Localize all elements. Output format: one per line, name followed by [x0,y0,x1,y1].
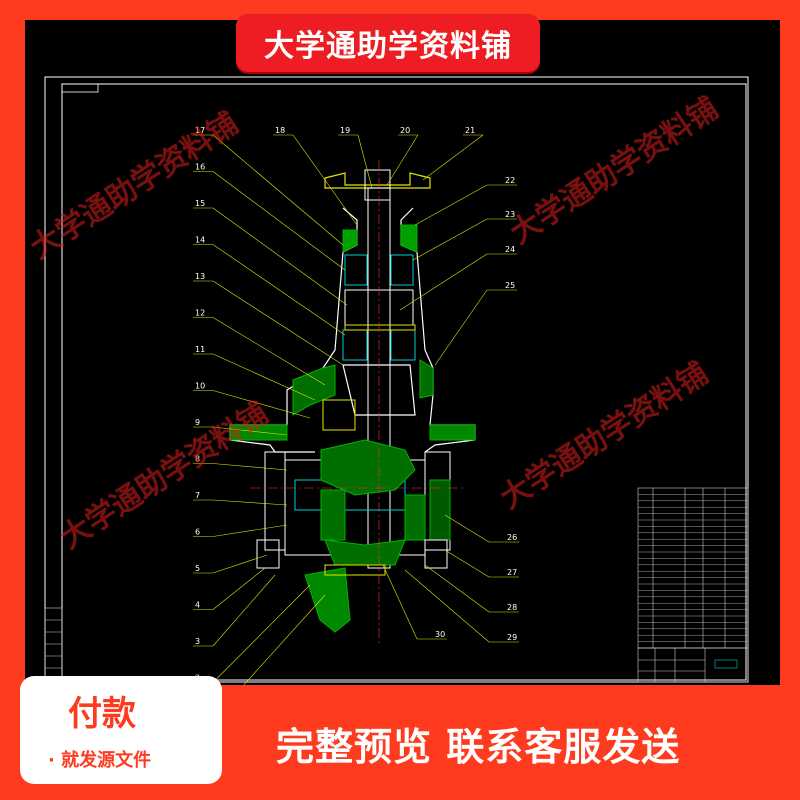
part-label-27: 27 [507,568,517,577]
part-label-22: 22 [505,176,515,185]
assembly-drawing: 1716151413121110987654321181920212223242… [44,76,749,720]
inner-frame [61,83,747,681]
part-label-25: 25 [505,281,515,290]
part-label-24: 24 [505,245,515,254]
part-label-20: 20 [400,126,410,135]
payment-subtitle: · 就发源文件 [48,750,152,771]
part-label-29: 29 [507,633,517,642]
part-label-10: 10 [195,382,205,391]
part-label-7: 7 [195,491,200,500]
outer-frame [44,76,749,683]
part-label-26: 26 [507,533,517,542]
part-label-21: 21 [465,126,475,135]
part-label-13: 13 [195,272,205,281]
part-label-16: 16 [195,163,205,172]
part-number-labels: 1716151413121110987654321181920212223242… [195,126,517,719]
part-label-19: 19 [340,126,350,135]
part-label-15: 15 [195,199,205,208]
part-label-28: 28 [507,603,517,612]
payment-box[interactable]: 付款 · 就发源文件 [20,676,222,784]
title-block [637,647,749,683]
part-label-23: 23 [505,210,515,219]
cad-drawing-area: 1716151413121110987654321181920212223242… [25,20,780,720]
part-label-8: 8 [195,455,200,464]
part-label-6: 6 [195,528,200,537]
shop-banner: 大学通助学资料铺 [236,14,540,72]
part-label-12: 12 [195,309,205,318]
part-label-18: 18 [275,126,285,135]
shop-title: 大学通助学资料铺 [264,29,512,64]
leader-lines [193,134,519,720]
part-label-14: 14 [195,236,205,245]
payment-title: 付款 [68,694,136,734]
part-label-5: 5 [195,564,200,573]
part-label-11: 11 [195,345,205,354]
part-label-9: 9 [195,418,200,427]
part-label-17: 17 [195,126,205,135]
final-drive-assembly [229,160,476,645]
parts-list-table [637,487,749,649]
footer-text: 完整预览 联系客服发送 [276,725,681,769]
part-label-30: 30 [435,630,445,639]
part-label-4: 4 [195,601,200,610]
side-title-strip [44,607,63,683]
part-label-3: 3 [195,637,200,646]
